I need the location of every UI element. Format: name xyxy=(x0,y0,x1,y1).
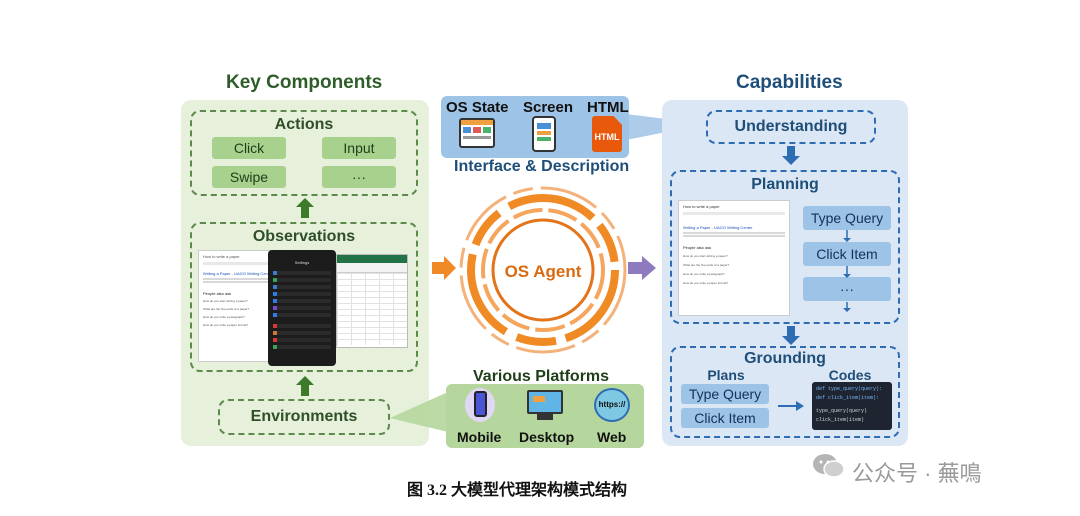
os-agent-ring-icon xyxy=(459,186,627,354)
arrow-shaft xyxy=(301,384,309,396)
platform-desktop-label: Desktop xyxy=(519,429,575,445)
key-components-title: Key Components xyxy=(226,72,383,93)
planning-people-also-ask: People also ask xyxy=(683,245,712,250)
planning-result-title: Writing a Paper - UAGO Writing Center xyxy=(683,225,753,230)
arrow-up-icon xyxy=(296,198,314,207)
result-title: Writing a Paper - UAGO Writing Center xyxy=(203,271,273,276)
grounding-plan-click-item: Click Item xyxy=(681,408,769,428)
planning-box xyxy=(670,170,900,324)
plan-step-click-item: Click Item xyxy=(803,242,891,266)
codes-label: Codes xyxy=(828,367,872,383)
arrow-down-icon xyxy=(782,336,800,345)
planning-question: How do you write a paragraph? xyxy=(683,272,725,276)
environments-box xyxy=(218,399,390,435)
figure-caption: 图 3.2 大模型代理架构模式结构 xyxy=(407,482,628,499)
code-line: def type_query(query): xyxy=(816,386,883,392)
plan-to-code-arrow-icon xyxy=(778,401,804,411)
mobile-icon xyxy=(465,388,495,422)
interface-description-title: Interface & Description xyxy=(454,158,630,175)
question-item: What are the five parts of a paper? xyxy=(203,307,250,311)
wechat-icon xyxy=(812,452,846,480)
plan-step-type-query: Type Query xyxy=(803,206,891,230)
grounding-plan-type-query: Type Query xyxy=(681,384,769,404)
platform-mobile-label: Mobile xyxy=(457,429,502,445)
observations-box xyxy=(190,222,418,372)
plans-label: Plans xyxy=(707,367,745,383)
capabilities-title: Capabilities xyxy=(736,72,843,93)
actions-box xyxy=(190,110,418,196)
screen-label: Screen xyxy=(523,99,574,116)
arrow-shaft xyxy=(787,146,795,156)
html-icon-text: HTML xyxy=(594,132,620,142)
observations-title: Observations xyxy=(252,228,356,245)
planning-title: Planning xyxy=(751,176,819,193)
understanding-box xyxy=(706,110,876,144)
html-label: HTML xyxy=(587,99,629,116)
phone-settings-screenshot: Settings xyxy=(268,250,336,366)
code-line: def click_item(item): xyxy=(816,395,880,401)
html-file-icon: HTML xyxy=(592,116,622,152)
question-item: How do you write a paragraph? xyxy=(203,315,245,319)
question-item: How do you start writing a paper? xyxy=(203,299,248,303)
settings-title: Settings xyxy=(294,260,310,265)
understanding-label: Understanding xyxy=(734,118,848,135)
arrow-shaft xyxy=(787,326,795,336)
planning-question: How do you write a paper format? xyxy=(683,281,729,285)
actions-title: Actions xyxy=(274,116,334,133)
code-line: type_query(query) xyxy=(816,408,868,414)
result-snippet xyxy=(203,278,273,280)
action-click: Click xyxy=(212,137,286,159)
planning-screenshot: How to write a paper Writing a Paper - U… xyxy=(678,200,790,316)
tab-strip xyxy=(203,262,273,265)
action-swipe: Swipe xyxy=(212,166,286,188)
web-icon-text: https:// xyxy=(598,400,626,409)
grounding-box xyxy=(670,346,900,438)
result-snippet xyxy=(203,281,273,283)
planning-question: How do you start writing a paper? xyxy=(683,254,728,258)
browser-screenshot: How to write a paper Writing a Paper - U… xyxy=(198,250,278,362)
question-item: How do you write a paper format? xyxy=(203,323,249,327)
platform-web-label: Web xyxy=(597,429,627,445)
arrow-down-icon xyxy=(782,156,800,165)
watermark-text: 公众号 · 蕪鳴 xyxy=(852,461,982,486)
desktop-stand xyxy=(537,414,553,420)
code-block: def type_query(query): def click_item(it… xyxy=(812,382,892,430)
platforms-title: Various Platforms xyxy=(473,368,610,385)
environments-title: Environments xyxy=(250,408,358,425)
code-line: click_item(item) xyxy=(816,417,865,423)
planning-question: What are the five parts of a paper? xyxy=(683,263,730,267)
arrow-shaft xyxy=(301,206,309,218)
spreadsheet-screenshot xyxy=(336,254,408,348)
action-more: ··· xyxy=(322,166,396,188)
plan-step-more: ··· xyxy=(803,277,891,301)
screen-icon xyxy=(532,116,556,152)
action-input: Input xyxy=(322,137,396,159)
os-state-icon xyxy=(459,118,495,148)
grounding-title: Grounding xyxy=(744,350,826,367)
people-also-ask: People also ask xyxy=(203,291,232,296)
desktop-icon xyxy=(527,390,563,414)
planning-search-query: How to write a paper xyxy=(683,204,720,209)
search-query: How to write a paper xyxy=(203,254,240,259)
plan-step-arrows xyxy=(843,230,851,312)
os-state-label: OS State xyxy=(446,99,509,116)
web-globe-icon: https:// xyxy=(594,388,630,422)
arrow-up-icon xyxy=(296,376,314,385)
os-agent-label: OS Agent xyxy=(504,262,582,281)
